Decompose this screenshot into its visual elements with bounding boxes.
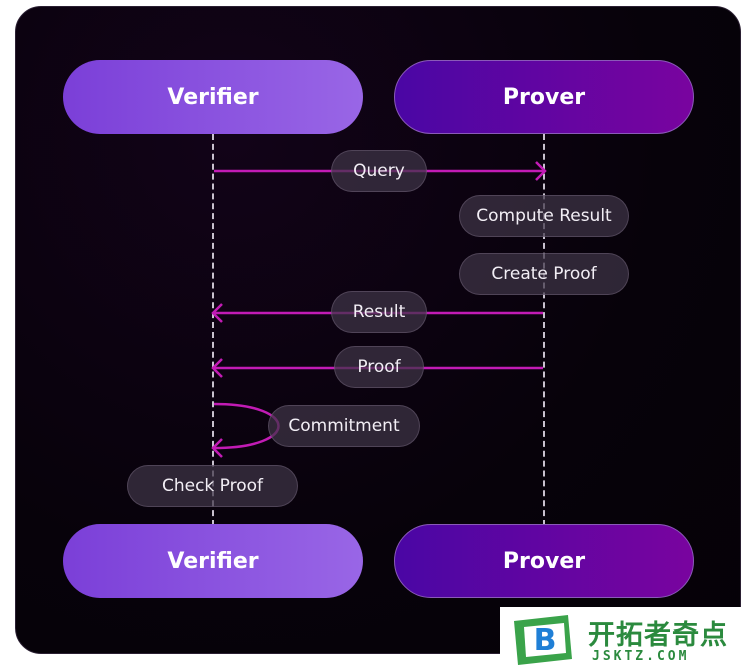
result-text: Result [352,302,406,322]
query-label: Query [331,150,427,192]
prover-lifeline [543,134,545,526]
watermark-logo: B 开拓者奇点 JSKTZ.COM [500,607,749,669]
create-proof-label: Create Proof [459,253,629,295]
logo-subtitle: JSKTZ.COM [592,649,690,664]
logo-mark-icon: B [514,615,572,665]
logo-letter: B [534,623,557,658]
compute-result-text: Compute Result [476,206,612,226]
verifier-actor-top: Verifier [63,60,363,134]
check-proof-text: Check Proof [161,476,264,496]
verifier-label: Verifier [167,548,259,574]
create-proof-text: Create Proof [491,264,597,284]
prover-actor-top: Prover [394,60,694,134]
prover-actor-bottom: Prover [394,524,694,598]
prover-label: Prover [502,84,586,110]
commitment-label: Commitment [268,405,420,447]
prover-label: Prover [502,548,586,574]
verifier-label: Verifier [167,84,259,110]
commitment-text: Commitment [288,416,400,436]
verifier-actor-bottom: Verifier [63,524,363,598]
verifier-lifeline [212,134,214,526]
result-label: Result [331,291,427,333]
proof-label: Proof [334,346,424,388]
proof-text: Proof [357,357,401,377]
check-proof-label: Check Proof [127,465,298,507]
logo-title: 开拓者奇点 [588,620,728,651]
compute-result-label: Compute Result [459,195,629,237]
query-text: Query [353,161,405,181]
